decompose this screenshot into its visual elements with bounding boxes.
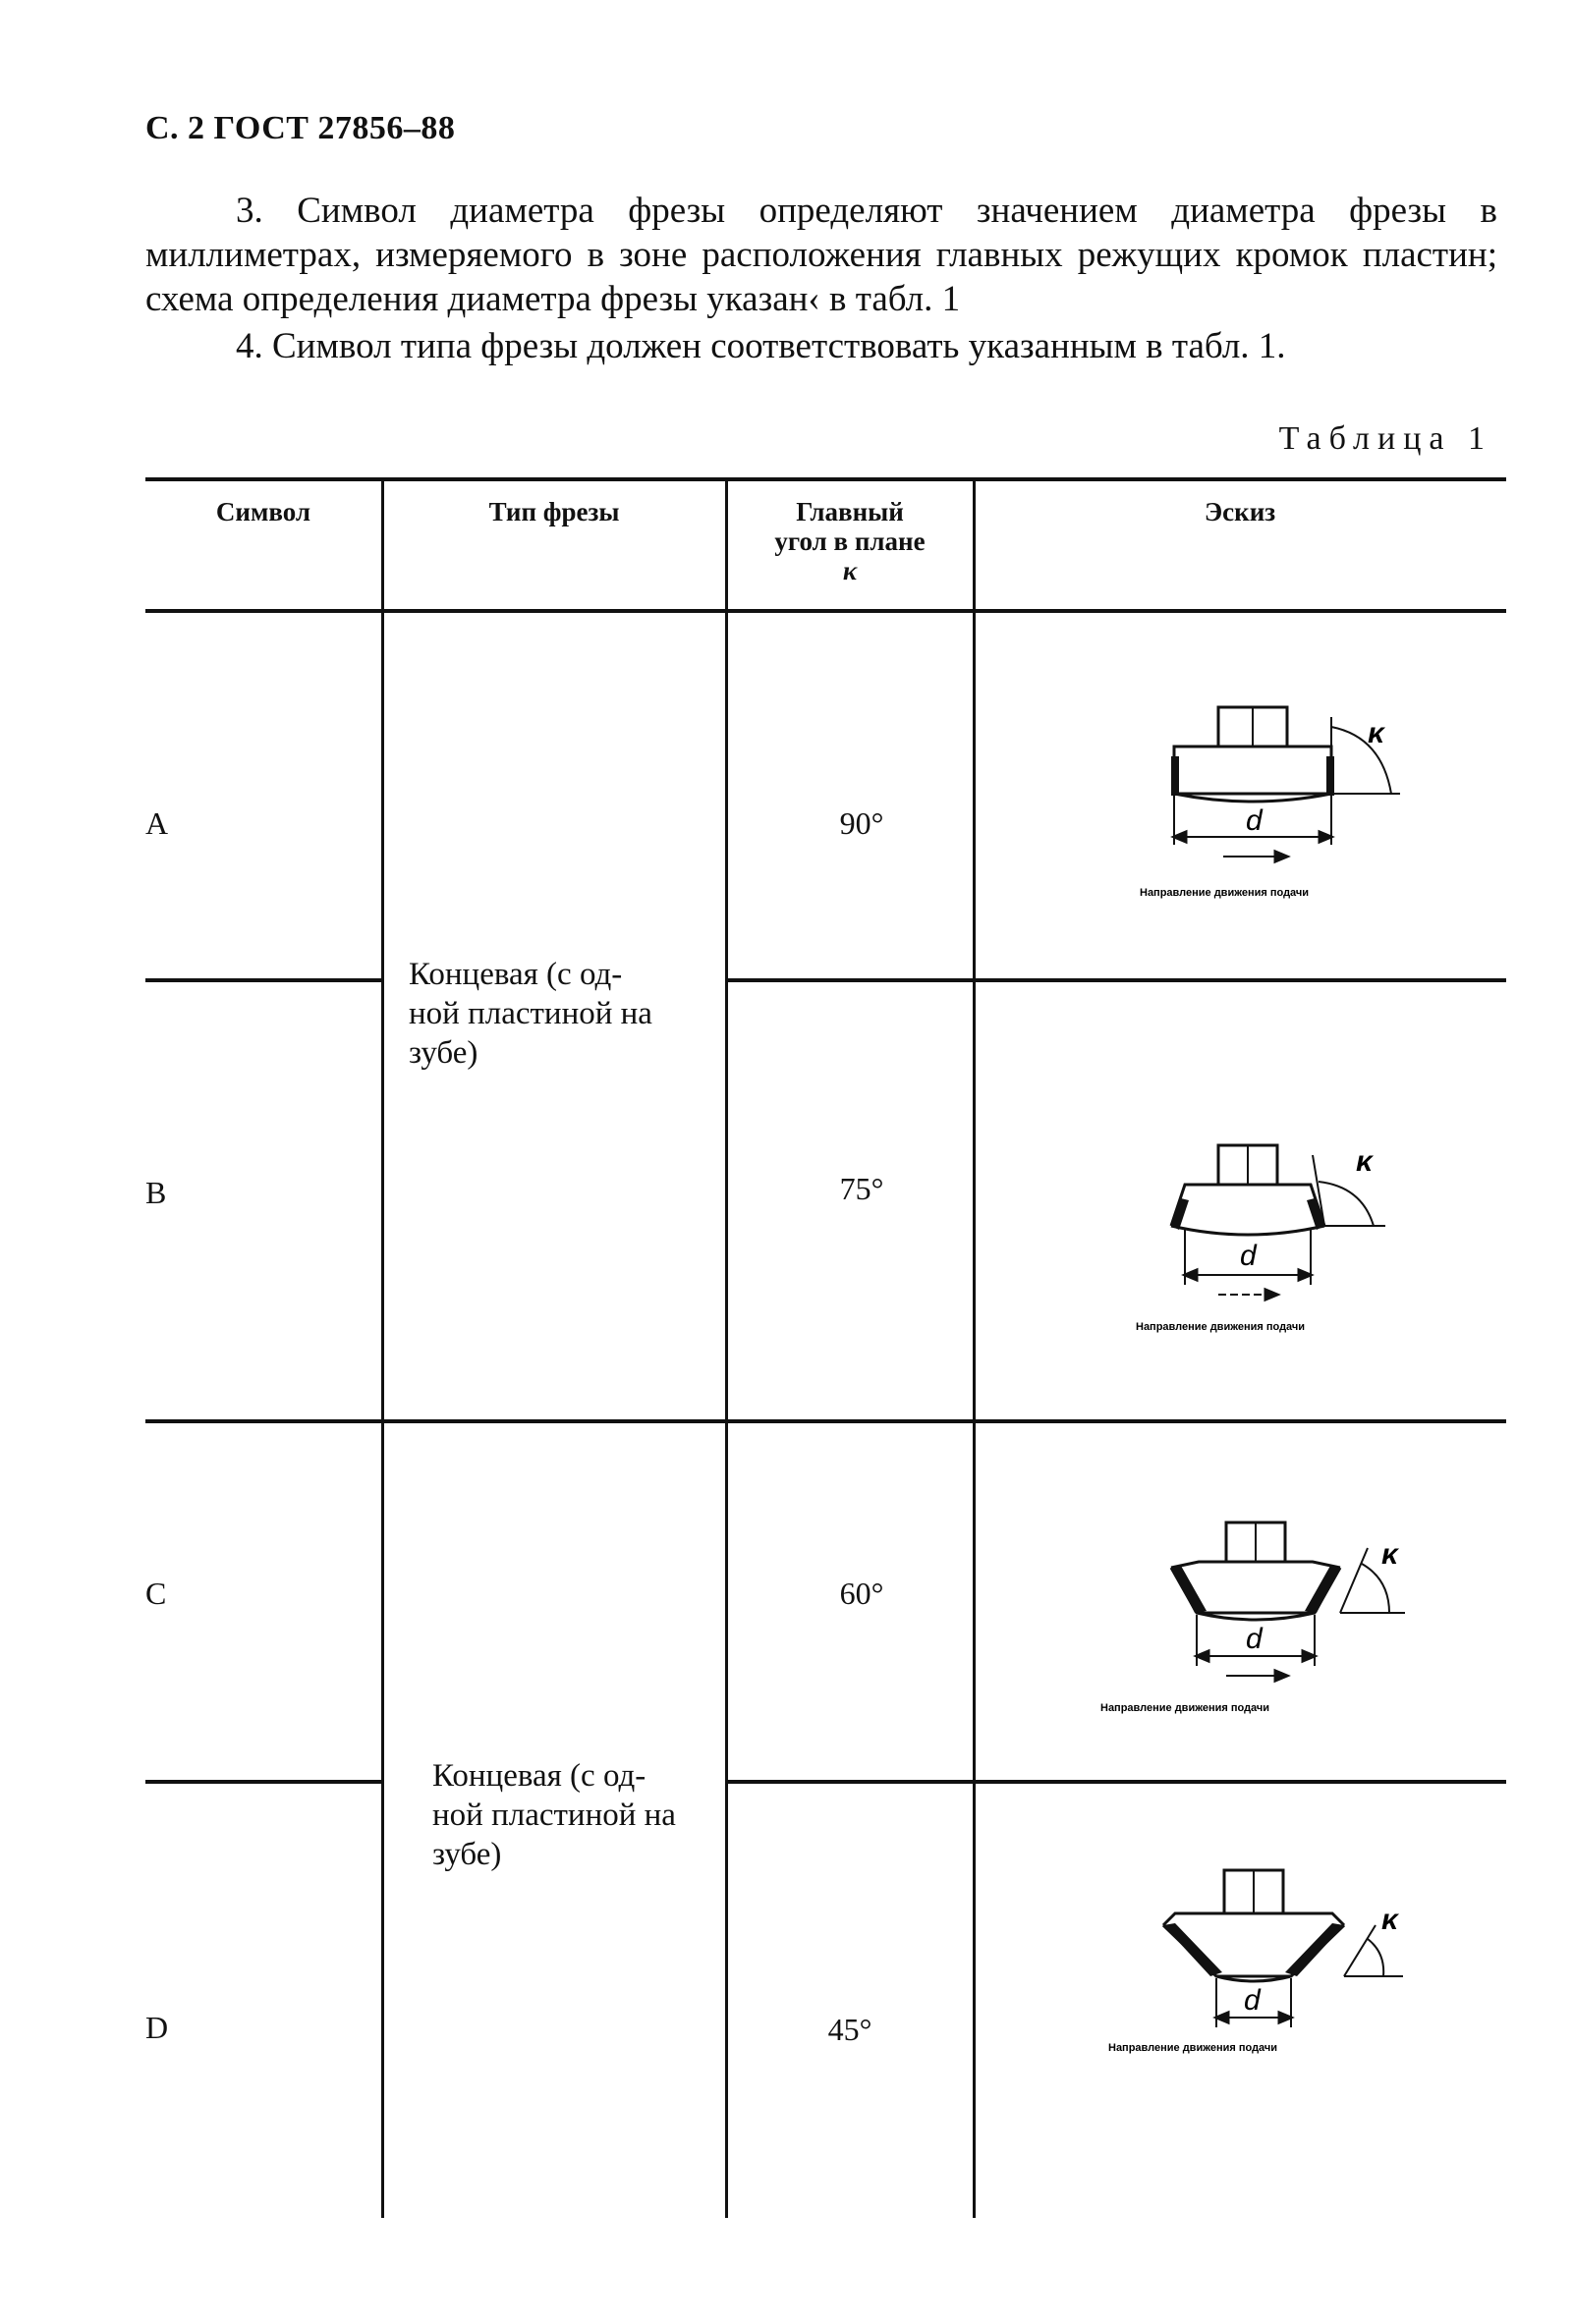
sketch-d-caption: Направление движения подачи — [1108, 2042, 1277, 2054]
sketch-b-kappa: κ — [1356, 1145, 1375, 1178]
symbol-c: C — [145, 1576, 167, 1611]
sketch-b-d-label: d — [1240, 1240, 1258, 1272]
sketch-d: d κ Направление движения подачи — [1108, 1868, 1403, 2054]
paragraph-4: 4. Символ типа фрезы должен соответствов… — [236, 326, 1286, 366]
angle-d: 45° — [827, 2012, 872, 2047]
th-angle: Главный угол в плане κ — [774, 497, 926, 585]
symbol-b: B — [145, 1175, 167, 1210]
symbol-a: A — [145, 805, 169, 841]
sketch-a: d κ Направление движения подачи — [1140, 705, 1400, 899]
col-rule-3 — [973, 479, 976, 2218]
row-rule-ab-right — [725, 978, 1506, 982]
row-rule-cd-left — [145, 1780, 381, 1784]
table-header-rule — [145, 609, 1506, 613]
row-rule-bc — [145, 1419, 1506, 1423]
sketch-d-d-label: d — [1244, 1984, 1262, 2017]
row-rule-cd-right — [725, 1780, 1506, 1784]
angle-a: 90° — [839, 805, 884, 841]
type-group-2: Концевая (с од- ной пластиной на зубе) — [432, 1758, 676, 1872]
sketch-a-caption: Направление движения подачи — [1140, 887, 1309, 899]
sketch-a-d-label: d — [1246, 804, 1264, 837]
sketch-c: d κ Направление движения подачи — [1100, 1521, 1405, 1714]
th-symbol: Символ — [215, 497, 311, 526]
type-group-1: Концевая (с од- ной пластиной на зубе) — [409, 957, 652, 1071]
sketch-c-caption: Направление движения подачи — [1100, 1702, 1269, 1714]
angle-b: 75° — [839, 1171, 884, 1206]
sketch-b-caption: Направление движения подачи — [1136, 1321, 1305, 1333]
col-rule-1 — [381, 479, 384, 2218]
symbol-d: D — [145, 2010, 169, 2045]
row-rule-ab-left — [145, 978, 381, 982]
page-header: С. 2 ГОСТ 27856–88 — [145, 110, 456, 146]
table-label: Таблица 1 — [1278, 420, 1492, 457]
table-top-rule — [145, 477, 1506, 481]
sketch-c-d-label: d — [1246, 1623, 1264, 1655]
angle-c: 60° — [839, 1576, 884, 1611]
paragraph-3: 3. Символ диаметра фрезы определяют знач… — [145, 191, 1497, 319]
sketch-d-kappa: κ — [1381, 1904, 1400, 1936]
sketch-b: d κ Направление движения подачи — [1136, 1143, 1385, 1333]
sketch-a-kappa: κ — [1368, 717, 1386, 749]
col-rule-2 — [725, 479, 728, 2218]
sketch-c-kappa: κ — [1381, 1538, 1400, 1571]
th-type: Тип фрезы — [488, 497, 620, 526]
th-sketch: Эскиз — [1204, 497, 1276, 526]
